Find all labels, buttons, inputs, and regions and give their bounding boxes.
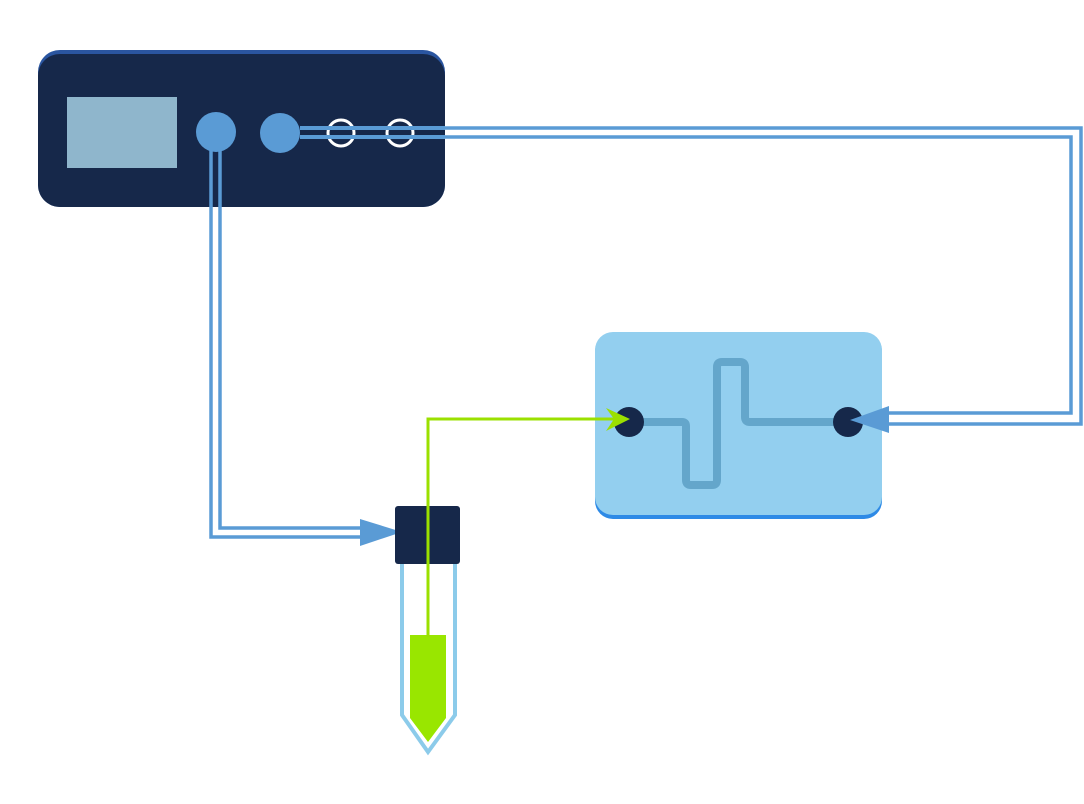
tubing-outer-segment	[300, 126, 445, 130]
tubing-outer-line	[209, 150, 370, 539]
device-ring-ports	[300, 118, 445, 148]
device-body	[38, 54, 445, 207]
device-screen	[67, 97, 177, 168]
device-outlet-port-1	[196, 112, 236, 152]
tubing-inner-line	[218, 150, 370, 530]
tubing-outer-line	[300, 126, 1083, 426]
tubing-to-chip	[300, 126, 1083, 426]
device-ring-port-1	[326, 118, 356, 148]
controller-device	[38, 50, 445, 207]
device-ring-port-2	[385, 118, 415, 148]
chip-pressure-port	[833, 407, 863, 437]
tubing-inner-line	[300, 135, 1073, 415]
flow-line	[426, 417, 618, 637]
chip-body	[595, 332, 882, 515]
arrow-head-icon	[606, 408, 630, 431]
device-outlet-port-2	[260, 113, 300, 153]
chip-channel	[630, 358, 848, 489]
microfluidic-chip	[595, 332, 882, 519]
tubing-inner-segment	[300, 135, 445, 139]
arrow-head-icon	[850, 406, 889, 433]
tube-liquid	[410, 635, 446, 742]
tubing-to-tube	[209, 150, 370, 539]
chip-inlet-port	[614, 407, 644, 437]
arrow-head-icon	[360, 519, 402, 546]
